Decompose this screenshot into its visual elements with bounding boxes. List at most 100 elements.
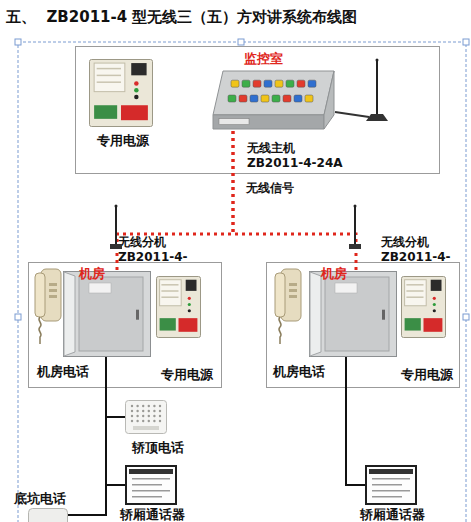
power-led (134, 88, 138, 92)
device-label: 轿厢通话器 (120, 507, 185, 522)
speaker-grille (142, 410, 144, 412)
intercom-line (372, 496, 402, 498)
power-led (433, 303, 436, 306)
sticker-line (406, 296, 423, 298)
power-terminal (405, 318, 421, 330)
host-button (228, 95, 236, 102)
antenna-tip (115, 205, 118, 208)
speaker-grille (142, 415, 144, 417)
antenna-rod (376, 60, 378, 116)
power-case (90, 60, 153, 127)
antenna-tip (354, 205, 357, 208)
cabinet-sticker (89, 283, 111, 293)
power-supply-drawing (89, 59, 153, 127)
cabinet-sticker (335, 283, 357, 293)
pit-case (29, 509, 68, 522)
speaker-grille (153, 405, 155, 407)
speaker-grille (148, 420, 150, 422)
diagram-title: 五、 ZB2011-4 型无线三（五）方对讲系统布线图 (6, 8, 357, 26)
speaker-grille (159, 405, 161, 407)
power-led (134, 81, 138, 85)
host-button (294, 95, 302, 102)
power-case (402, 277, 446, 338)
power-supply-drawing (401, 276, 446, 338)
power-terminal (121, 105, 148, 120)
cabinet-door (79, 277, 143, 351)
antenna-base (366, 114, 388, 121)
room-title: 机房 (79, 266, 105, 281)
monitor-room-box: 监控室专用电源无线主机 ZB2011-4-24A (75, 46, 440, 174)
room-title: 机房 (321, 266, 347, 281)
antenna-base (349, 244, 361, 249)
power-sticker (405, 280, 427, 306)
power-led (433, 297, 436, 300)
phone-key (49, 283, 57, 286)
power-terminal (94, 105, 117, 119)
frame-handle (15, 39, 21, 45)
speaker-grille (131, 415, 133, 417)
speaker-grille (153, 410, 155, 412)
speaker-grille (148, 405, 150, 407)
edge-label: 无线信号 (246, 181, 294, 196)
room-phone-drawing (35, 269, 63, 344)
intercom-case (366, 466, 416, 504)
speaker-grille (159, 415, 161, 417)
power-led (134, 95, 138, 99)
power-terminal (179, 318, 198, 332)
power-led (433, 309, 436, 312)
machine-room-box: 机房机房电话无线分机 ZB2011-4-专用电源 (266, 262, 460, 388)
intercom-line (372, 478, 410, 480)
antenna-rod (354, 206, 356, 246)
machine-room-box: 机房机房电话无线分机 ZB2011-4-专用电源 (28, 262, 222, 388)
speaker-grille (136, 420, 138, 422)
device-label: 轿顶电话 (132, 440, 184, 455)
car-top-phone: 轿顶电话 (125, 400, 167, 434)
host-button (250, 95, 258, 102)
speaker-case (126, 401, 167, 434)
speaker-grille (148, 410, 150, 412)
phone-key (289, 283, 297, 286)
power-supply: 专用电源 (401, 276, 446, 338)
host-button (305, 95, 313, 102)
room-phone: 机房电话 (275, 269, 303, 344)
intercom-line (132, 478, 170, 480)
phone-cord (39, 317, 41, 344)
phone-handset (275, 273, 285, 317)
sticker-line (97, 75, 121, 77)
device-label: 无线分机 ZB2011-4- (118, 235, 198, 265)
sticker-line (161, 284, 178, 286)
phone-handset (35, 273, 45, 317)
sticker-line (97, 68, 121, 70)
host-button (272, 95, 280, 102)
host-button (283, 95, 291, 102)
room-phone-drawing (275, 269, 303, 344)
wireless-extension: 无线分机 ZB2011-4- (309, 271, 397, 357)
host-button (231, 80, 239, 87)
phone-key (289, 295, 297, 298)
device-label: 轿厢通话器 (360, 507, 425, 522)
cabinet-lock (382, 310, 385, 320)
device-label: 机房电话 (273, 364, 325, 379)
cabinet-side (310, 272, 321, 356)
phone-key (49, 289, 57, 292)
host-front (213, 115, 324, 129)
host-button (264, 80, 272, 87)
power-led (188, 303, 191, 306)
intercom-line (372, 484, 402, 486)
power-case (157, 277, 201, 338)
power-supply-drawing (156, 276, 201, 338)
speaker-grille (136, 405, 138, 407)
pit-phone-drawing (28, 508, 68, 522)
speaker-grille (142, 420, 144, 422)
power-supply: 专用电源 (156, 276, 201, 338)
power-sticker (94, 63, 125, 92)
sticker-line (161, 296, 178, 298)
sticker-line (406, 290, 423, 292)
intercom-line (132, 490, 170, 492)
host-button (242, 80, 250, 87)
frame-handle (463, 314, 469, 320)
frame-handle (15, 314, 21, 320)
room-title: 监控室 (244, 51, 283, 66)
wireless-signal (117, 131, 233, 271)
power-sticker (160, 280, 182, 306)
